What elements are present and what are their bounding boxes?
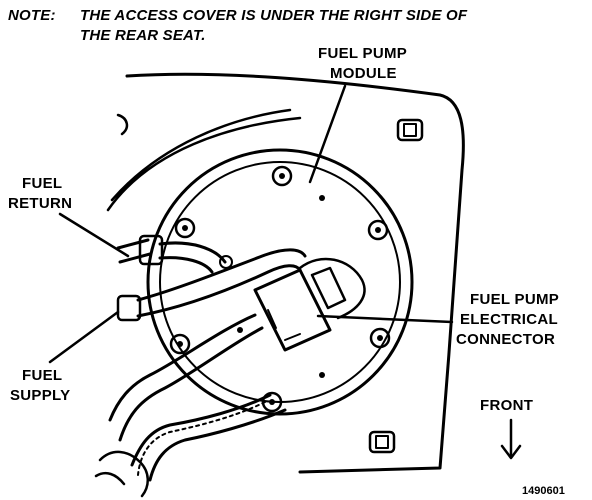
leader-connector <box>316 314 454 324</box>
electrical-connector <box>253 257 366 352</box>
access-plug-bottom <box>368 430 396 454</box>
label-connector-1: FUEL PUMP <box>470 291 559 308</box>
label-front: FRONT <box>480 397 533 414</box>
fuel-supply-line <box>116 248 307 322</box>
note-line-1: THE ACCESS COVER IS UNDER THE RIGHT SIDE… <box>80 7 468 24</box>
label-fuel-supply-2: SUPPLY <box>10 387 70 404</box>
figure-id: 1490601 <box>522 485 565 497</box>
leader-supply <box>48 310 120 364</box>
front-arrow-icon <box>500 418 522 460</box>
label-connector-3: CONNECTOR <box>456 331 555 348</box>
small-bracket-left <box>116 113 129 136</box>
note-line-2: THE REAR SEAT. <box>80 27 206 44</box>
label-connector-2: ELECTRICAL <box>460 311 558 328</box>
label-fuel-pump-module-2: MODULE <box>330 65 397 82</box>
access-plug-top <box>396 118 424 142</box>
module-flange <box>146 148 414 416</box>
seat-edge-curve <box>106 108 302 212</box>
floor-pan-outline <box>125 72 465 474</box>
label-fuel-return-2: RETURN <box>8 195 72 212</box>
leader-return <box>58 212 130 258</box>
label-fuel-supply-1: FUEL <box>22 367 62 384</box>
label-fuel-return-1: FUEL <box>22 175 62 192</box>
leader-module <box>308 84 347 184</box>
note-prefix: NOTE: <box>8 7 56 24</box>
wiring-harness <box>94 313 287 498</box>
label-fuel-pump-module-1: FUEL PUMP <box>318 45 407 62</box>
fuel-return-line <box>116 234 233 274</box>
